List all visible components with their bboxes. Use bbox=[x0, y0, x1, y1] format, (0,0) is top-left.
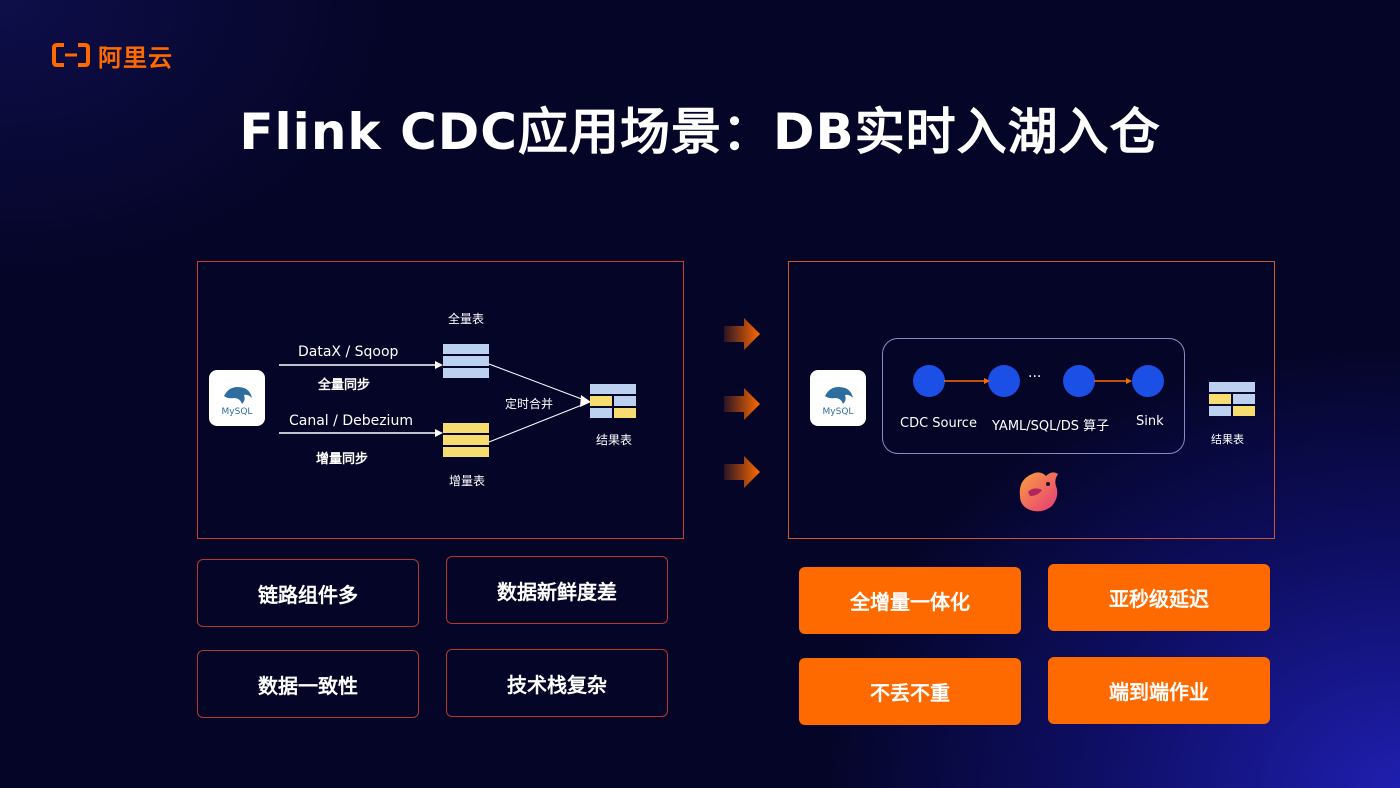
benefit-unified-full-incremental: 全增量一体化 bbox=[799, 567, 1021, 634]
problem-many-components: 链路组件多 bbox=[197, 559, 419, 627]
incr-sync-label: 增量同步 bbox=[316, 452, 369, 467]
logo-text: 阿里云 bbox=[98, 43, 173, 72]
sink-label: Sink bbox=[1136, 414, 1164, 429]
result-table-label-right: 结果表 bbox=[1211, 433, 1244, 446]
full-table-label: 全量表 bbox=[448, 312, 485, 326]
merge-line-incr bbox=[488, 402, 588, 443]
flink-pipeline-box bbox=[882, 338, 1185, 454]
aliyun-logo-icon bbox=[52, 43, 90, 67]
full-table-icon bbox=[443, 344, 489, 378]
full-sync-label: 全量同步 bbox=[318, 378, 371, 393]
arrow-right-icon bbox=[724, 388, 760, 420]
node-cdc-source bbox=[913, 365, 945, 397]
benefit-subsecond-latency: 亚秒级延迟 bbox=[1048, 564, 1270, 631]
result-table-label-left: 结果表 bbox=[596, 433, 633, 447]
mysql-logo-text: MySQL bbox=[222, 407, 253, 417]
pipeline-connectors bbox=[944, 378, 1132, 384]
benefit-exactly-once: 不丢不重 bbox=[799, 658, 1021, 725]
incr-sync-tool-label: Canal / Debezium bbox=[289, 413, 413, 429]
problem-consistency: 数据一致性 bbox=[197, 650, 419, 718]
transition-arrows bbox=[724, 318, 760, 488]
traditional-pipeline-panel bbox=[197, 261, 684, 539]
mysql-logo-left: MySQL bbox=[209, 370, 265, 426]
flink-cdc-pipeline-panel bbox=[788, 261, 1275, 539]
problem-poor-freshness: 数据新鲜度差 bbox=[446, 556, 668, 624]
traditional-pipeline-arrows bbox=[279, 361, 591, 443]
node-sink bbox=[1132, 365, 1164, 397]
result-table-icon-left bbox=[590, 384, 636, 418]
mysql-logo-text: MySQL bbox=[823, 407, 854, 417]
node-operator-1 bbox=[988, 365, 1020, 397]
problem-complex-stack: 技术栈复杂 bbox=[446, 649, 668, 717]
operator-label: YAML/SQL/DS 算子 bbox=[992, 419, 1110, 434]
cdc-source-label: CDC Source bbox=[900, 416, 977, 431]
mysql-dolphin-icon: MySQL bbox=[222, 387, 253, 417]
benefit-end-to-end-job: 端到端作业 bbox=[1048, 657, 1270, 724]
page-title: Flink CDC应用场景：DB实时入湖入仓 bbox=[239, 103, 1161, 161]
result-table-icon-right bbox=[1209, 382, 1255, 416]
incr-table-label: 增量表 bbox=[449, 474, 486, 488]
pipeline-ellipsis: ··· bbox=[1028, 369, 1042, 385]
flink-squirrel-icon bbox=[1019, 472, 1058, 512]
mysql-dolphin-icon: MySQL bbox=[823, 387, 854, 417]
merge-line-full bbox=[488, 363, 588, 402]
full-sync-tool-label: DataX / Sqoop bbox=[298, 344, 399, 360]
arrow-right-icon bbox=[724, 318, 760, 350]
incr-table-icon bbox=[443, 423, 489, 457]
merge-label: 定时合并 bbox=[505, 397, 554, 411]
full-sync-arrowhead bbox=[435, 361, 443, 369]
incr-sync-arrowhead bbox=[435, 429, 443, 437]
arrow-right-icon bbox=[724, 456, 760, 488]
node-operator-2 bbox=[1063, 365, 1095, 397]
merge-arrowhead bbox=[580, 395, 591, 407]
mysql-logo-right: MySQL bbox=[810, 370, 866, 426]
aliyun-logo: 阿里云 bbox=[52, 41, 173, 72]
